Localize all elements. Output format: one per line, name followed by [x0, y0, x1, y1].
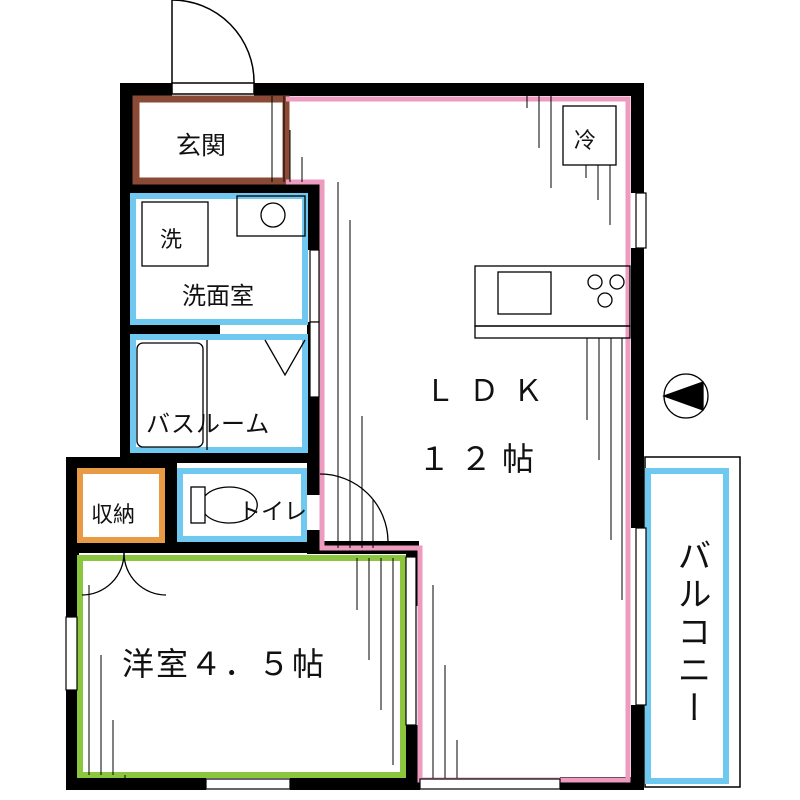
genkan-border	[132, 95, 290, 185]
walls	[66, 83, 644, 790]
bathtub-fixture	[136, 342, 204, 448]
toilet-border	[177, 468, 307, 542]
bathroom-border	[130, 334, 308, 453]
washer-label: 洗	[160, 228, 183, 253]
room-label-genkan: 玄関	[176, 131, 227, 160]
washroom-border	[130, 193, 308, 325]
room-label-western-room: 洋室４．５帖	[122, 645, 327, 683]
washer-fixture	[141, 201, 209, 267]
room-label-storage: 収納	[91, 503, 136, 528]
storage-border	[77, 468, 165, 543]
room-label-washroom: 洗面室	[182, 282, 254, 310]
western-room-border	[77, 555, 406, 778]
fridge-label: 冷	[574, 129, 597, 154]
hatch-lines	[88, 96, 623, 785]
bath-door-fixture	[264, 339, 306, 377]
balcony-border	[645, 468, 729, 784]
room-label-bathroom: バスルーム	[146, 410, 271, 438]
kitchen-sink	[497, 271, 552, 315]
room-label-ldk: ＬＤＫ	[425, 374, 557, 409]
entrance-door	[171, 0, 255, 95]
room-label-balcony: バルコニー	[671, 538, 711, 728]
ldk-border	[286, 96, 631, 783]
fridge-fixture	[562, 105, 617, 166]
windows	[65, 192, 647, 790]
room-size-ldk: １２帖	[418, 440, 545, 478]
room-label-toilet: トイレ	[238, 499, 307, 525]
sink-fixture	[236, 195, 306, 237]
